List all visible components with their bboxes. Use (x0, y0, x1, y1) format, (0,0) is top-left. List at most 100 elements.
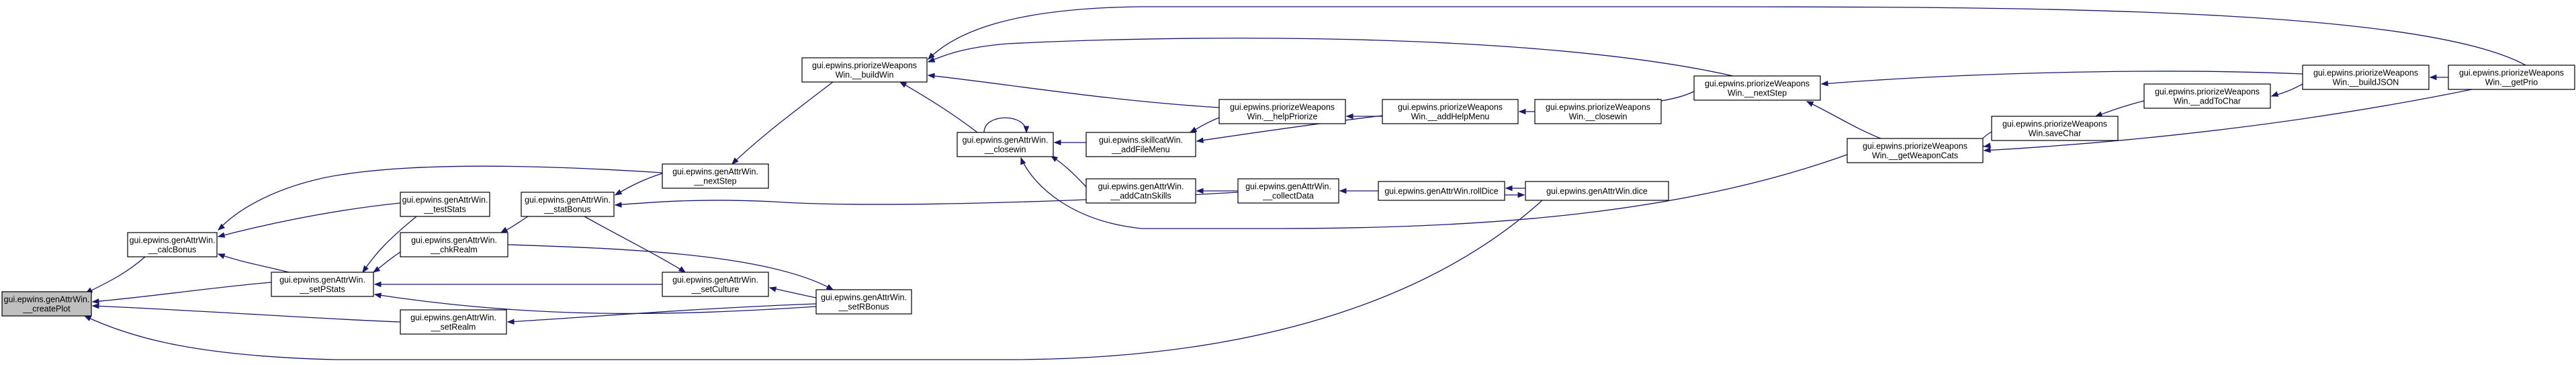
node-label: gui.epwins.genAttrWin. (402, 196, 488, 205)
node-setCulture[interactable]: gui.epwins.genAttrWin.__setCulture (662, 272, 769, 297)
edge-line (218, 202, 401, 237)
edge-addCatnSkills-to-genCloseWin (1050, 155, 1087, 188)
node-label: gui.epwins.skillcatWin. (1099, 136, 1183, 145)
node-dice[interactable]: gui.epwins.genAttrWin.dice (1525, 181, 1669, 201)
node-addHelpMenu[interactable]: gui.epwins.priorizeWeaponsWin.__addHelpM… (1382, 99, 1519, 124)
edge-addHelpMenu-to-addFileMenu (1196, 115, 1383, 143)
edges-layer (83, 6, 2526, 360)
node-label: Win.__addToChar (2174, 97, 2241, 106)
edge-buildJSON-to-addToChar (2270, 83, 2303, 97)
node-rollDice[interactable]: gui.epwins.genAttrWin.rollDice (1378, 181, 1505, 201)
edge-statBonus-to-chkRealm (500, 216, 529, 233)
node-setRBonus[interactable]: gui.epwins.genAttrWin.__setRBonus (815, 289, 912, 315)
edge-line (92, 305, 401, 323)
node-label: gui.epwins.genAttrWin. (672, 167, 758, 177)
node-genNextStep[interactable]: gui.epwins.genAttrWin.__nextStep (662, 163, 769, 189)
edge-arrowhead (2429, 74, 2437, 81)
node-box (815, 289, 912, 315)
edge-line (2095, 100, 2145, 117)
edge-getWeaponCats-to-genCloseWin (1020, 154, 1848, 229)
node-statBonus[interactable]: gui.epwins.genAttrWin.__statBonus (521, 192, 615, 217)
node-addFileMenu[interactable]: gui.epwins.skillcatWin.__addFileMenu (1085, 132, 1196, 157)
edge-getPrio-to-buildJSON (2429, 74, 2448, 81)
node-addCatnSkills[interactable]: gui.epwins.genAttrWin.__addCatnSkills (1085, 178, 1196, 204)
node-label: gui.epwins.genAttrWin. (1245, 182, 1331, 192)
edge-line (85, 256, 146, 294)
node-genCloseWin[interactable]: gui.epwins.genAttrWin.__closewin (957, 132, 1054, 157)
edge-arrowhead (373, 292, 382, 298)
edge-getPrio-to-buildWin (928, 6, 2526, 66)
edge-arrowhead (91, 298, 99, 305)
node-label: gui.epwins.priorizeWeapons (2313, 69, 2418, 78)
node-label: Win.__buildWin (836, 71, 894, 80)
node-label: Win.__helpPriorize (1247, 112, 1318, 122)
node-label: gui.epwins.priorizeWeapons (812, 61, 917, 71)
node-box (1085, 178, 1196, 204)
node-setPStats[interactable]: gui.epwins.genAttrWin.__setPStats (271, 272, 374, 297)
node-testStats[interactable]: gui.epwins.genAttrWin.__testStats (400, 192, 490, 217)
node-box (1847, 138, 1984, 163)
node-label: gui.epwins.priorizeWeapons (2155, 87, 2260, 97)
edge-setCulture-to-setPStats (373, 281, 662, 288)
node-box (662, 163, 769, 189)
edge-setPStats-to-calcBonus (217, 253, 290, 273)
node-getWeaponCats[interactable]: gui.epwins.priorizeWeaponsWin.__getWeapo… (1847, 138, 1984, 163)
node-createPlot[interactable]: gui.epwins.genAttrWin.__createPlot (1, 291, 92, 317)
node-box (400, 232, 508, 257)
edge-addHelpMenu-to-helpPriorize (1345, 113, 1382, 120)
node-label: Win.__nextStep (1728, 89, 1787, 98)
node-label: __addCatnSkills (1110, 192, 1171, 201)
edge-arrowhead (1517, 192, 1525, 198)
node-buildJSON[interactable]: gui.epwins.priorizeWeaponsWin.__buildJSO… (2302, 65, 2430, 90)
node-label: __nextStep (693, 177, 736, 186)
edge-setRBonus-to-setPStats (373, 292, 817, 315)
node-box (1525, 181, 1669, 201)
node-label: gui.epwins.genAttrWin. (130, 236, 216, 245)
node-box (400, 309, 507, 335)
node-label: __collectData (1262, 192, 1314, 201)
node-label: gui.epwins.genAttrWin. (963, 136, 1049, 145)
edge-testStats-to-setPStats (362, 216, 417, 274)
node-box (1218, 99, 1346, 124)
edge-arrowhead (731, 157, 739, 165)
edge-arrowhead (826, 284, 834, 290)
node-chkRealm[interactable]: gui.epwins.genAttrWin.__chkRealm (400, 232, 508, 257)
edge-arrowhead (373, 281, 382, 288)
edge-helpPriorize-to-buildWin (927, 73, 1220, 108)
node-box (1534, 99, 1662, 124)
node-box (801, 57, 928, 83)
edge-calcBonus-to-createPlot (85, 256, 146, 294)
edge-arrowhead (928, 52, 935, 60)
edge-genCloseWin-to-genCloseWin (983, 117, 1030, 134)
node-calcBonus[interactable]: gui.epwins.genAttrWin.__calcBonus (127, 232, 218, 257)
node-setRealm[interactable]: gui.epwins.genAttrWin.__setRealm (400, 309, 507, 335)
node-label: gui.epwins.genAttrWin. (410, 313, 496, 323)
node-label: __setCulture (691, 285, 740, 294)
node-label: Win.__buildJSON (2333, 78, 2399, 87)
edge-arrowhead (83, 315, 92, 321)
edge-collectData-to-addCatnSkills (1196, 188, 1238, 194)
edge-line (507, 303, 817, 323)
node-helpPriorize[interactable]: gui.epwins.priorizeWeaponsWin.__helpPrio… (1218, 99, 1346, 124)
edge-pwCloseWin-to-addHelpMenu (1518, 108, 1535, 115)
edge-line (584, 216, 686, 273)
edge-arrowhead (2094, 111, 2103, 117)
edge-arrowhead (678, 266, 686, 273)
node-box (1237, 178, 1339, 204)
node-label: gui.epwins.priorizeWeapons (1863, 142, 1967, 151)
node-label: __createPlot (22, 305, 71, 314)
node-label: Win.__closewin (1569, 112, 1628, 122)
node-addToChar[interactable]: gui.epwins.priorizeWeaponsWin.__addToCha… (2143, 83, 2271, 109)
node-label: gui.epwins.priorizeWeapons (1230, 103, 1335, 112)
edge-arrowhead (217, 232, 226, 238)
edge-arrowhead (614, 202, 622, 208)
edge-line (1020, 154, 1848, 229)
edge-arrowhead (1050, 155, 1059, 162)
node-collectData[interactable]: gui.epwins.genAttrWin.__collectData (1237, 178, 1339, 204)
node-box (662, 272, 769, 297)
